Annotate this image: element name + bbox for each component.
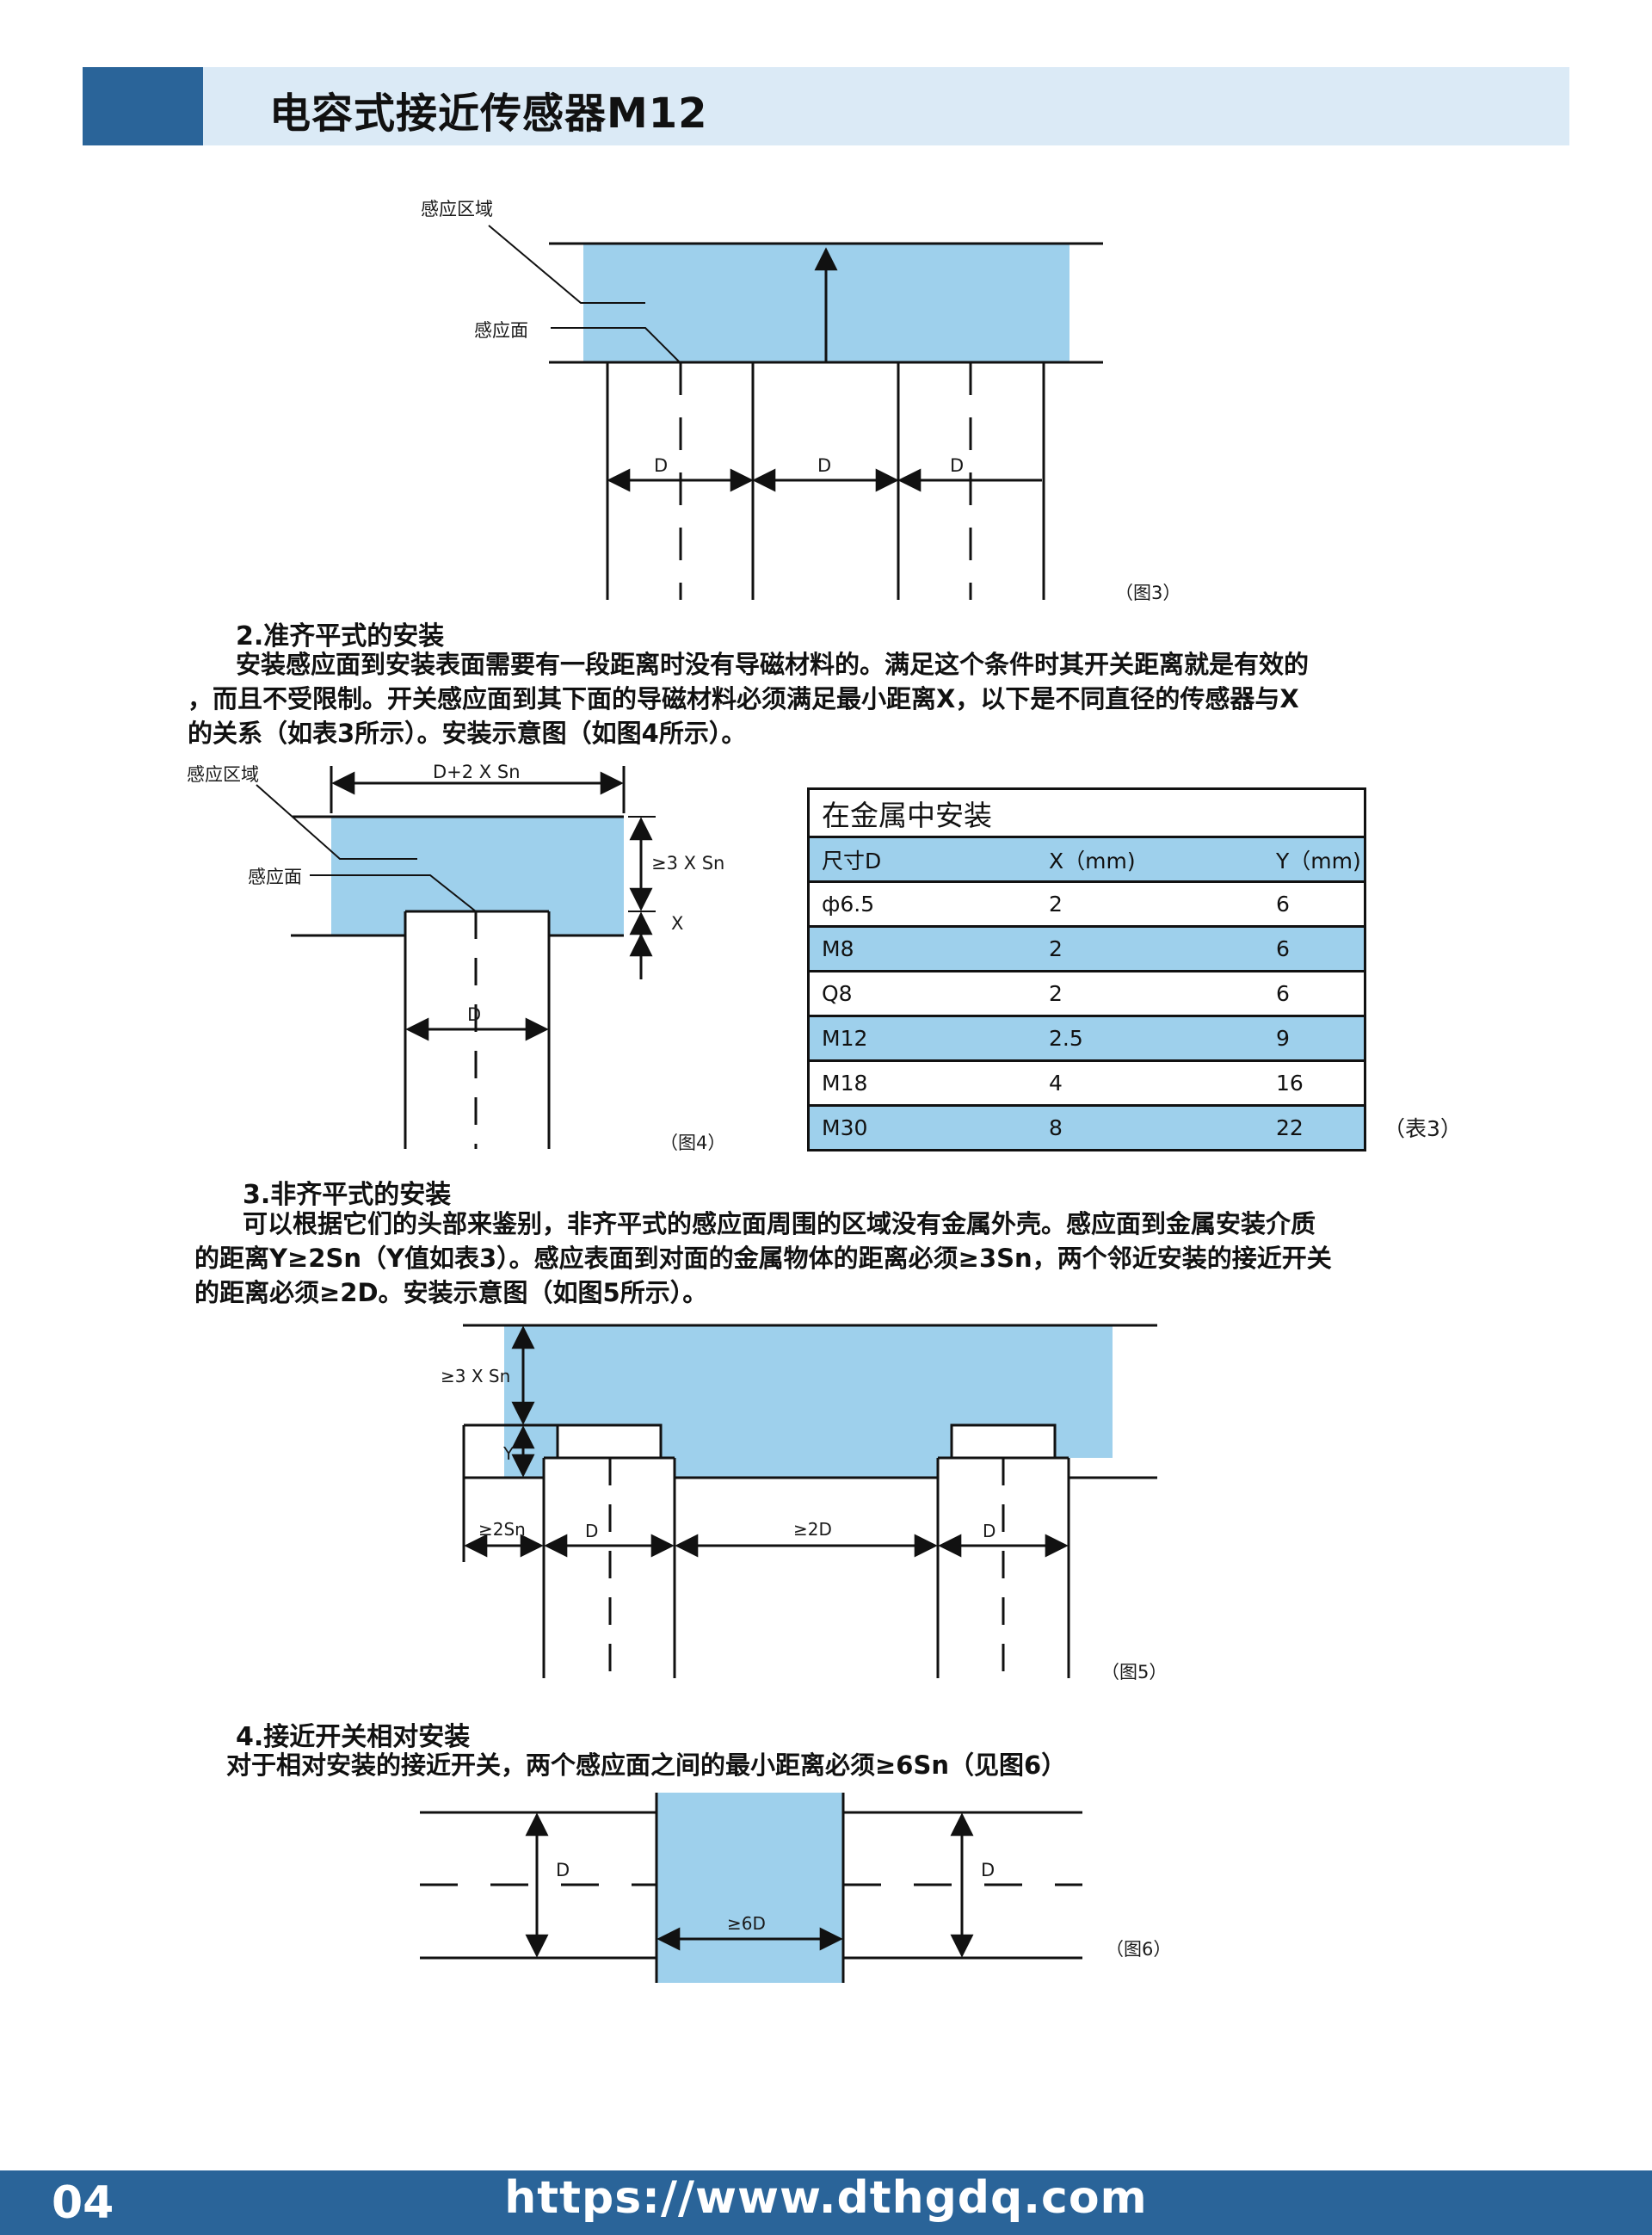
table-row: M30 8 22: [808, 1104, 1365, 1151]
footer-url-link[interactable]: https://www.dthgdq.com: [504, 2172, 1148, 2224]
figure-5-caption: （图5）: [1101, 1662, 1167, 1682]
page-number: 04: [52, 2177, 114, 2229]
figure-6: D D ≥6D （图6）: [420, 1793, 1171, 1983]
table-row: Q8 2 6: [808, 970, 1365, 1016]
figure-3: 感应区域 感应面 D D D （图3）: [421, 199, 1180, 603]
figure-6-caption: （图6）: [1106, 1939, 1171, 1960]
section-4-line-1: 对于相对安装的接近开关，两个感应面之间的最小距离必须≥6Sn（见图6）: [226, 1750, 1067, 1780]
cell-x: 2: [1037, 880, 1264, 927]
sensing-zone: [656, 1793, 843, 1983]
table-row: M12 2.5 9: [808, 1015, 1365, 1061]
dim-d-2: D: [983, 1521, 996, 1541]
cell-size: M18: [808, 1059, 1037, 1106]
dim-spacing: ≥2D: [793, 1519, 832, 1540]
dim-width: D+2 X Sn: [433, 762, 521, 782]
section-3-title: 3.非齐平式的安装: [243, 1180, 452, 1210]
dim-gap: ≥6D: [727, 1913, 766, 1934]
table-3: 在金属中安装 尺寸D X（mm) Y（mm) ф6.5 2 6 M8 2 6 Q…: [807, 787, 1366, 1151]
table-row: ф6.5 2 6: [808, 880, 1365, 927]
footer-bar: [0, 2170, 1652, 2235]
dim-height: ≥3 X Sn: [651, 853, 724, 874]
cell-y: 6: [1264, 880, 1365, 927]
section-2-title: 2.准齐平式的安装: [236, 621, 445, 651]
cell-y: 16: [1264, 1059, 1365, 1106]
label-sensing-face: 感应面: [248, 867, 302, 887]
dim-gap: ≥2Sn: [478, 1519, 526, 1540]
cell-size: M30: [808, 1104, 1037, 1151]
section-3-line-2: 的距离Y≥2Sn（Y值如表3）。感应表面到对面的金属物体的距离必须≥3Sn，两个…: [194, 1244, 1332, 1273]
section-3-paragraph: 可以根据它们的头部来鉴别，非齐平式的感应面周围的区域没有金属外壳。感应面到金属安…: [194, 1207, 1332, 1310]
label-sensing-face: 感应面: [474, 320, 528, 341]
table-header-row: 尺寸D X（mm) Y（mm): [808, 836, 1365, 882]
section-2-line-1: 安装感应面到安装表面需要有一段距离时没有导磁材料的。满足这个条件时其开关距离就是…: [236, 650, 1310, 679]
cell-x: 4: [1037, 1059, 1264, 1106]
cell-y: 22: [1264, 1104, 1365, 1151]
section-2-line-2: ，而且不受限制。开关感应面到其下面的导磁材料必须满足最小距离X，以下是不同直径的…: [188, 684, 1299, 713]
col-header-y: Y（mm): [1264, 836, 1365, 882]
label-sensing-zone: 感应区域: [187, 764, 259, 785]
figure-3-caption: （图3）: [1115, 583, 1180, 603]
dim-d-3: D: [950, 455, 964, 476]
dim-x: X: [671, 913, 683, 934]
page-title: 电容式接近传感器M12: [269, 90, 708, 138]
section-3-line-3: 的距离必须≥2D。安装示意图（如图5所示）。: [194, 1278, 708, 1307]
dim-d: D: [467, 1004, 481, 1025]
section-4-paragraph: 对于相对安装的接近开关，两个感应面之间的最小距离必须≥6Sn（见图6）: [226, 1748, 1066, 1782]
dim-y: Y: [502, 1443, 515, 1464]
cell-y: 6: [1264, 970, 1365, 1016]
table-3-note: （表3）: [1384, 1116, 1462, 1141]
label-sensing-zone: 感应区域: [421, 199, 493, 219]
table-row: M18 4 16: [808, 1059, 1365, 1106]
cell-y: 9: [1264, 1015, 1365, 1061]
table-row: M8 2 6: [808, 925, 1365, 972]
figure-4-caption: （图4）: [660, 1133, 725, 1153]
col-header-size: 尺寸D: [808, 836, 1037, 882]
cell-size: ф6.5: [808, 880, 1037, 927]
cell-x: 8: [1037, 1104, 1264, 1151]
dim-d-2: D: [817, 455, 831, 476]
dim-height: ≥3 X Sn: [441, 1366, 510, 1386]
header-band: [203, 67, 1569, 145]
dim-d-1: D: [654, 455, 668, 476]
cell-x: 2: [1037, 925, 1264, 972]
header-accent-block: [83, 67, 203, 145]
dim-d-1: D: [556, 1860, 570, 1880]
cell-size: M8: [808, 925, 1037, 972]
cell-x: 2: [1037, 970, 1264, 1016]
figure-5: ≥3 X Sn Y ≥2Sn D ≥2D D （图5）: [441, 1324, 1167, 1682]
section-2-line-3: 的关系（如表3所示）。安装示意图（如图4所示）。: [188, 719, 747, 748]
table-caption: 在金属中安装: [822, 798, 992, 832]
col-header-x: X（mm): [1037, 836, 1264, 882]
section-2-paragraph: 安装感应面到安装表面需要有一段距离时没有导磁材料的。满足这个条件时其开关距离就是…: [188, 647, 1309, 750]
figure-4: D+2 X Sn ≥3 X Sn X D 感应区域 感应面 （图4）: [187, 762, 725, 1153]
cell-size: Q8: [808, 970, 1037, 1016]
dim-d-2: D: [981, 1860, 995, 1880]
cell-x: 2.5: [1037, 1015, 1264, 1061]
dim-d-1: D: [585, 1521, 598, 1541]
section-3-line-1: 可以根据它们的头部来鉴别，非齐平式的感应面周围的区域没有金属外壳。感应面到金属安…: [243, 1209, 1316, 1238]
cell-y: 6: [1264, 925, 1365, 972]
cell-size: M12: [808, 1015, 1037, 1061]
section-4-title: 4.接近开关相对安装: [236, 1722, 471, 1752]
